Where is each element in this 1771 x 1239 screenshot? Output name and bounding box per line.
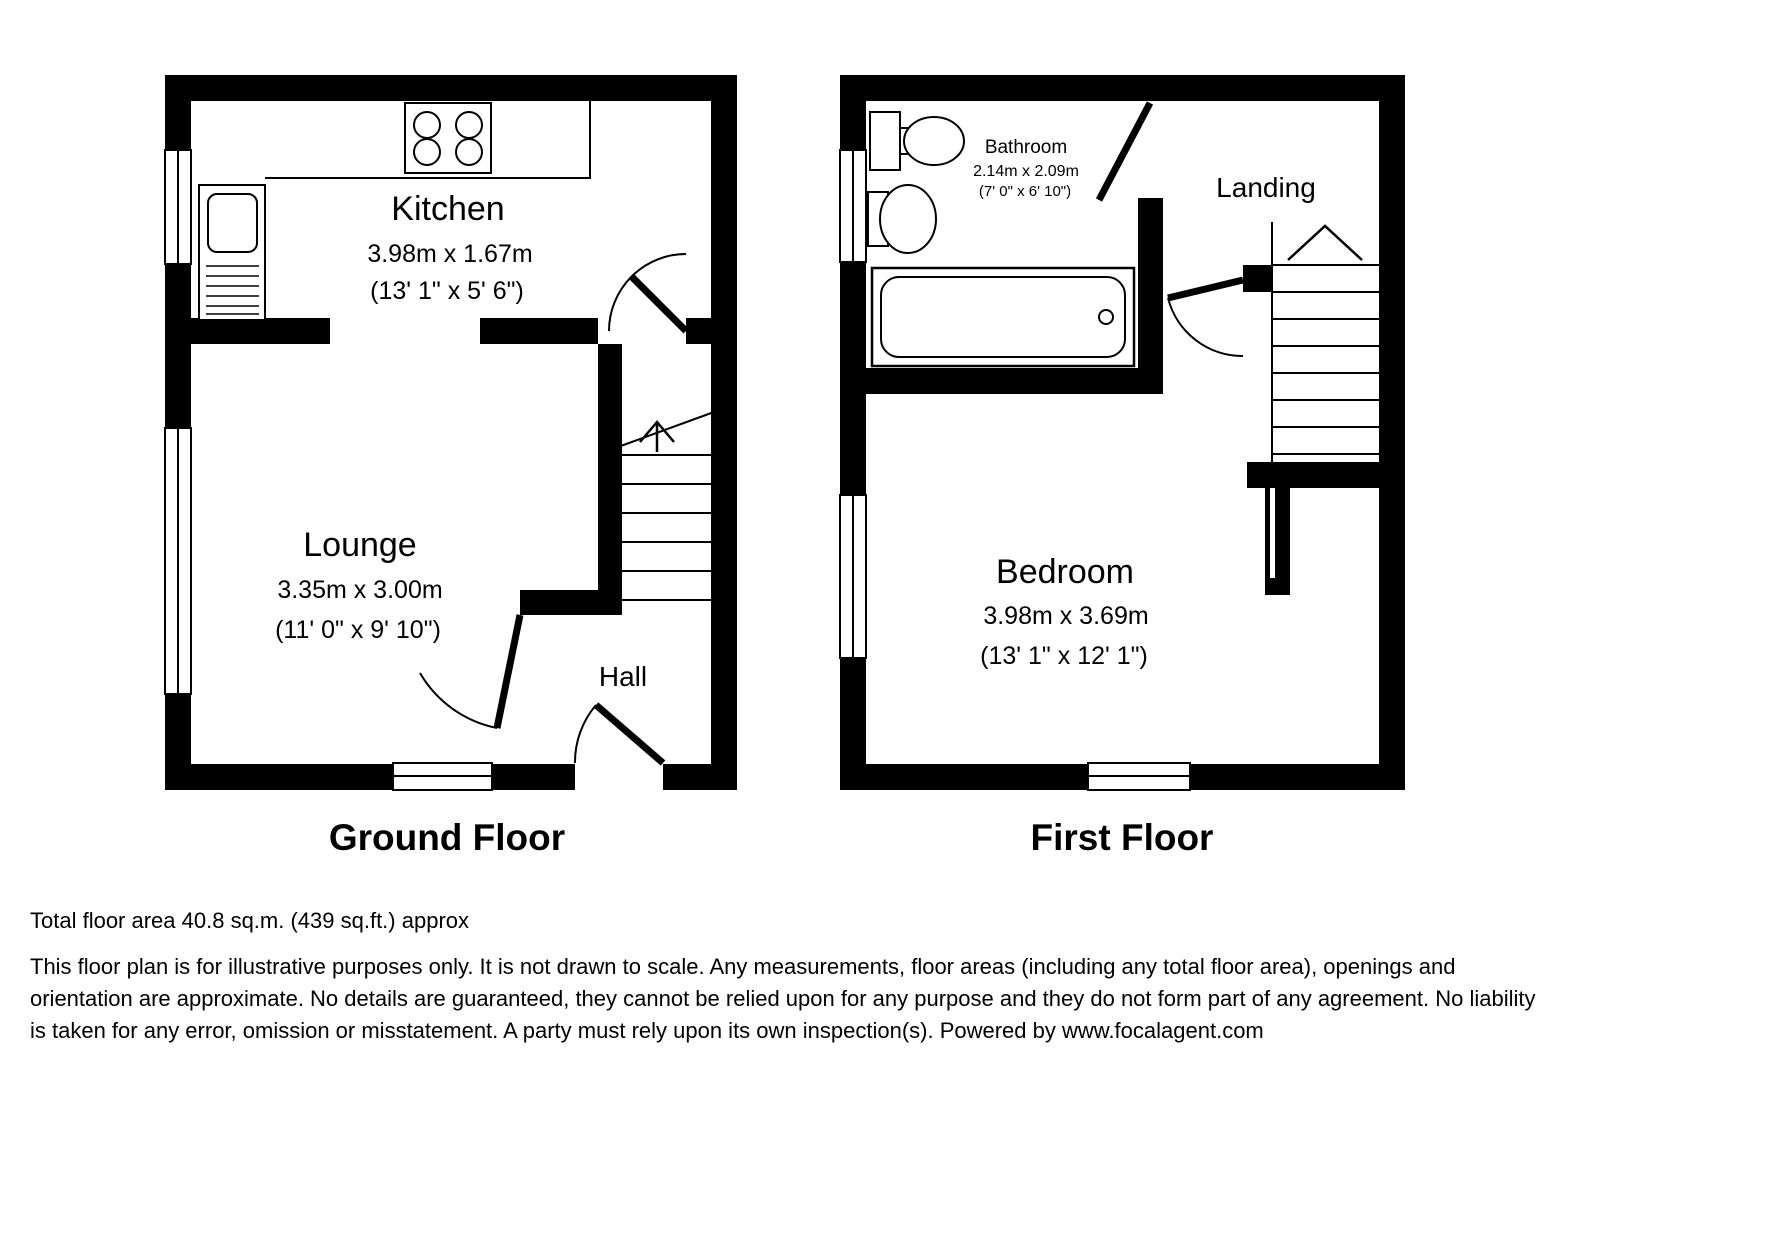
front-door-opening xyxy=(575,763,663,790)
footer: Total floor area 40.8 sq.m. (439 sq.ft.)… xyxy=(30,908,1548,1047)
lounge-dims-imperial: (11' 0" x 9' 10") xyxy=(275,616,441,644)
bathroom-dims-metric: 2.14m x 2.09m xyxy=(973,163,1079,180)
landing-label: Landing xyxy=(1216,172,1316,203)
first-stairs xyxy=(1271,222,1379,462)
first-window-left-bottom xyxy=(839,494,867,659)
bathtub-icon xyxy=(870,266,1136,368)
first-window-bottom xyxy=(1087,762,1191,791)
toilet-icon xyxy=(869,111,965,171)
hall-label: Hall xyxy=(599,661,647,692)
kitchen-counter xyxy=(265,101,591,179)
kitchen-wall-right xyxy=(480,318,598,344)
stairwell-wall-bottom xyxy=(1247,462,1379,488)
lounge-label: Lounge xyxy=(303,526,416,564)
kitchen-door-jamb xyxy=(686,318,711,344)
ground-floor-title: Ground Floor xyxy=(329,817,565,858)
front-door xyxy=(573,702,666,766)
ground-floor-area xyxy=(191,101,711,764)
bathroom-door xyxy=(1095,101,1154,202)
total-floor-area-text: Total floor area 40.8 sq.m. (439 sq.ft.)… xyxy=(30,908,470,933)
bedroom-label: Bedroom xyxy=(996,553,1134,591)
first-floor-area xyxy=(866,101,1379,764)
stairs-break-line xyxy=(617,411,715,448)
lounge-hall-door xyxy=(419,614,524,729)
stove-icon xyxy=(404,102,492,174)
disclaimer-text: This floor plan is for illustrative purp… xyxy=(30,954,1536,1043)
ground-floor-plan: Kitchen 3.98m x 1.67m (13' 1" x 5' 6") L… xyxy=(164,75,737,858)
first-floor-title: First Floor xyxy=(1031,817,1214,858)
bathroom-dims-imperial: (7' 0" x 6' 10") xyxy=(979,183,1071,200)
kitchen-label: Kitchen xyxy=(391,190,504,228)
stairs-wall xyxy=(598,344,622,590)
bathroom-label: Bathroom xyxy=(985,137,1067,158)
ground-window-left-bottom xyxy=(164,427,192,695)
bedroom-dims-metric: 3.98m x 3.69m xyxy=(983,602,1148,630)
lounge-dims-metric: 3.35m x 3.00m xyxy=(277,576,442,604)
kitchen-sink-icon xyxy=(198,184,266,321)
bedroom-dims-imperial: (13' 1" x 12' 1") xyxy=(980,642,1148,670)
first-window-left-top xyxy=(839,149,867,263)
first-floor-plan: Bathroom 2.14m x 2.09m (7' 0" x 6' 10") … xyxy=(839,75,1405,858)
kitchen-dims-metric: 3.98m x 1.67m xyxy=(367,240,532,268)
bathroom-wall-bottom xyxy=(866,368,1163,394)
kitchen-wall-left xyxy=(191,318,330,344)
bathroom-wall-vertical xyxy=(1138,198,1163,394)
bedroom-door xyxy=(1167,276,1244,358)
ground-window-left-top xyxy=(164,149,192,265)
stairs-up-arrow-icon xyxy=(1287,224,1363,261)
bedroom-door-jamb xyxy=(1243,265,1272,292)
basin-icon xyxy=(867,184,937,254)
kitchen-dims-imperial: (13' 1" x 5' 6") xyxy=(370,277,524,305)
kitchen-door xyxy=(608,253,689,334)
cupboard-wall xyxy=(1265,488,1290,595)
ground-window-bottom xyxy=(392,762,493,791)
hall-wall xyxy=(520,590,622,615)
ground-stairs xyxy=(617,411,715,601)
floorplan-canvas: Kitchen 3.98m x 1.67m (13' 1" x 5' 6") L… xyxy=(164,75,1405,858)
